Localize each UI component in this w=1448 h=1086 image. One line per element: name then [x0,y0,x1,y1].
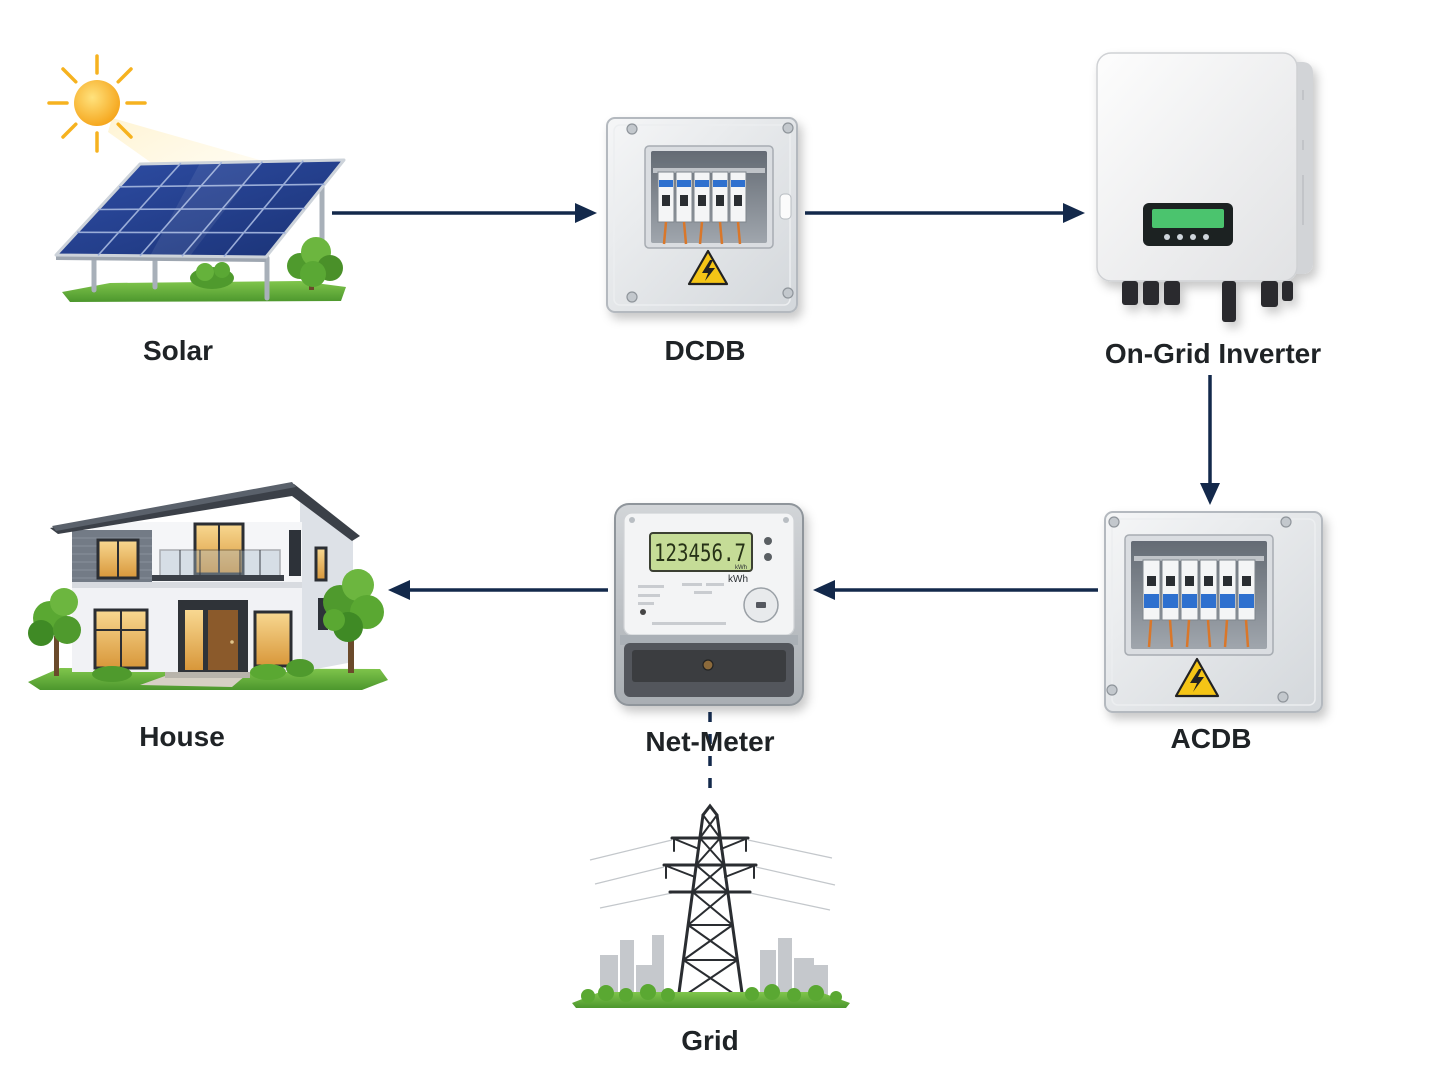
house-icon [28,482,388,690]
tree-icon [28,588,81,676]
warning-icon [1174,657,1220,698]
meter-unit-label: kWh [728,574,748,585]
acdb-box-icon [1104,511,1323,713]
label-inverter: On-Grid Inverter [1105,338,1321,369]
tree-icon [323,569,384,673]
grid-tower-icon [572,803,850,1008]
label-grid: Grid [681,1025,739,1056]
warning-icon [687,249,729,286]
net-meter-icon: 123456.7 kWh kWh [614,503,804,706]
flow-arrow-head-3-4 [813,580,835,600]
solar-panel-icon [54,158,346,302]
inverter-icon [1096,52,1313,322]
label-dcdb: DCDB [665,335,746,366]
flow-arrow-head-2-3 [1200,483,1220,505]
bush-icon [92,659,314,682]
meter-reading: 123456.7 [654,539,746,567]
node-labels: Solar DCDB On-Grid Inverter ACDB Net-Met… [139,335,1321,1056]
flow-arrow-head-4-5 [388,580,410,600]
city-skyline [600,935,828,1000]
inverter-connectors [1122,281,1293,322]
meter-lcd [649,532,753,572]
flow-arrows [332,203,1220,800]
solar-illustration [47,54,346,302]
dcdb-box-icon [606,117,798,313]
meter-dial [743,587,779,623]
flow-arrow-head-1-2 [1063,203,1085,223]
tree-icon [287,237,343,290]
inverter-display [1143,203,1233,246]
label-house: House [139,721,225,752]
flow-arrow-head-0-1 [575,203,597,223]
breaker-row [657,171,747,245]
meter-lcd-unit: kWh [735,565,747,571]
label-net-meter: Net-Meter [645,726,774,757]
bush-icon [190,262,234,289]
label-acdb: ACDB [1171,723,1252,754]
label-solar: Solar [143,335,213,366]
breaker-row [1142,559,1256,648]
